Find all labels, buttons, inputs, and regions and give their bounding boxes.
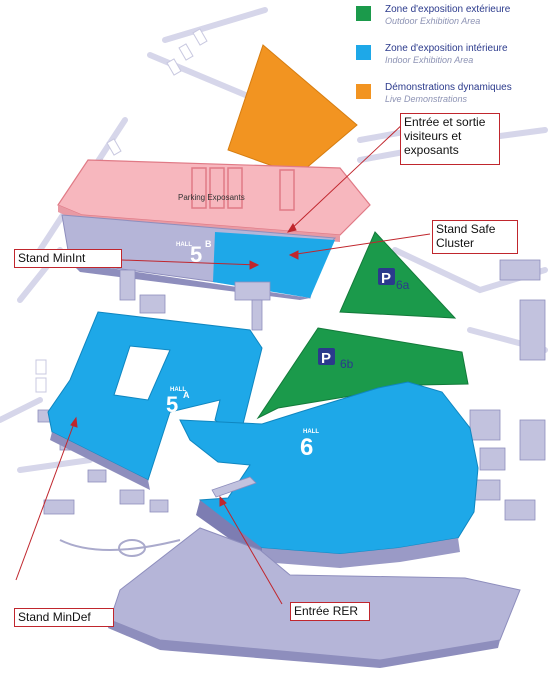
rer-loop	[59, 539, 181, 557]
callout-arrows	[15, 121, 431, 605]
bottom-hall	[108, 527, 521, 668]
parking-exposants-label: Parking Exposants	[178, 193, 245, 202]
parking-6a-label: 6a	[396, 278, 410, 292]
rer-walkway	[211, 476, 257, 498]
callout-entree-sortie: Entrée et sortie visiteurs et exposants	[400, 113, 500, 165]
parking-6b-icon: P	[321, 350, 331, 367]
legend-outdoor-fr: Zone d'exposition extérieure	[385, 4, 511, 15]
legend-indoor-en: Indoor Exhibition Area	[385, 55, 474, 65]
parking-6b-sign	[318, 348, 335, 365]
legend-demo-en: Live Demonstrations	[385, 94, 468, 104]
hall-5a-word: HALL	[170, 387, 186, 393]
callout-safe-cluster: Stand Safe Cluster	[432, 220, 518, 254]
parking-6b-label: 6b	[340, 357, 354, 371]
indoor-swatch	[356, 45, 371, 60]
hall-6-number: 6	[300, 434, 313, 461]
demo-swatch	[356, 84, 371, 99]
parking-6a-sign	[378, 268, 395, 285]
hall-6-word: HALL	[303, 429, 319, 435]
callout-minint: Stand MinInt	[14, 249, 122, 268]
legend-demo-fr: Démonstrations dynamiques	[385, 82, 512, 93]
legend-indoor-fr: Zone d'exposition intérieure	[385, 43, 508, 54]
hall-5a-letter: A	[183, 390, 190, 400]
hall-5a-number: 5	[166, 392, 178, 417]
hall-5b-word: HALL	[176, 242, 192, 248]
hall-5b-number: 5	[190, 242, 202, 267]
parking-6a-icon: P	[381, 270, 391, 287]
callout-entree-rer: Entrée RER	[290, 602, 370, 621]
outdoor-swatch	[356, 6, 371, 21]
demo-zone	[227, 44, 358, 176]
callout-mindef: Stand MinDef	[14, 608, 114, 627]
legend-outdoor-en: Outdoor Exhibition Area	[385, 16, 481, 26]
hall-5a	[47, 311, 263, 490]
hall-5b-letter: B	[205, 239, 212, 249]
outdoor-zone-6a	[339, 231, 457, 319]
